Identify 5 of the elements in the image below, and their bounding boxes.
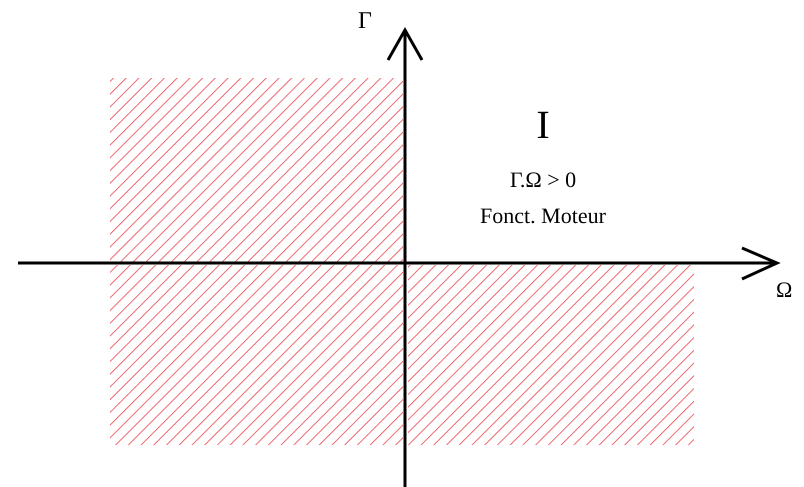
region-caption: Fonct. Moteur	[479, 202, 607, 230]
condition-text: Γ.Ω > 0	[508, 166, 578, 194]
axis-label: Ω	[776, 276, 792, 304]
quadrant-number: I	[535, 101, 551, 149]
axis-label: Γ	[358, 7, 372, 36]
